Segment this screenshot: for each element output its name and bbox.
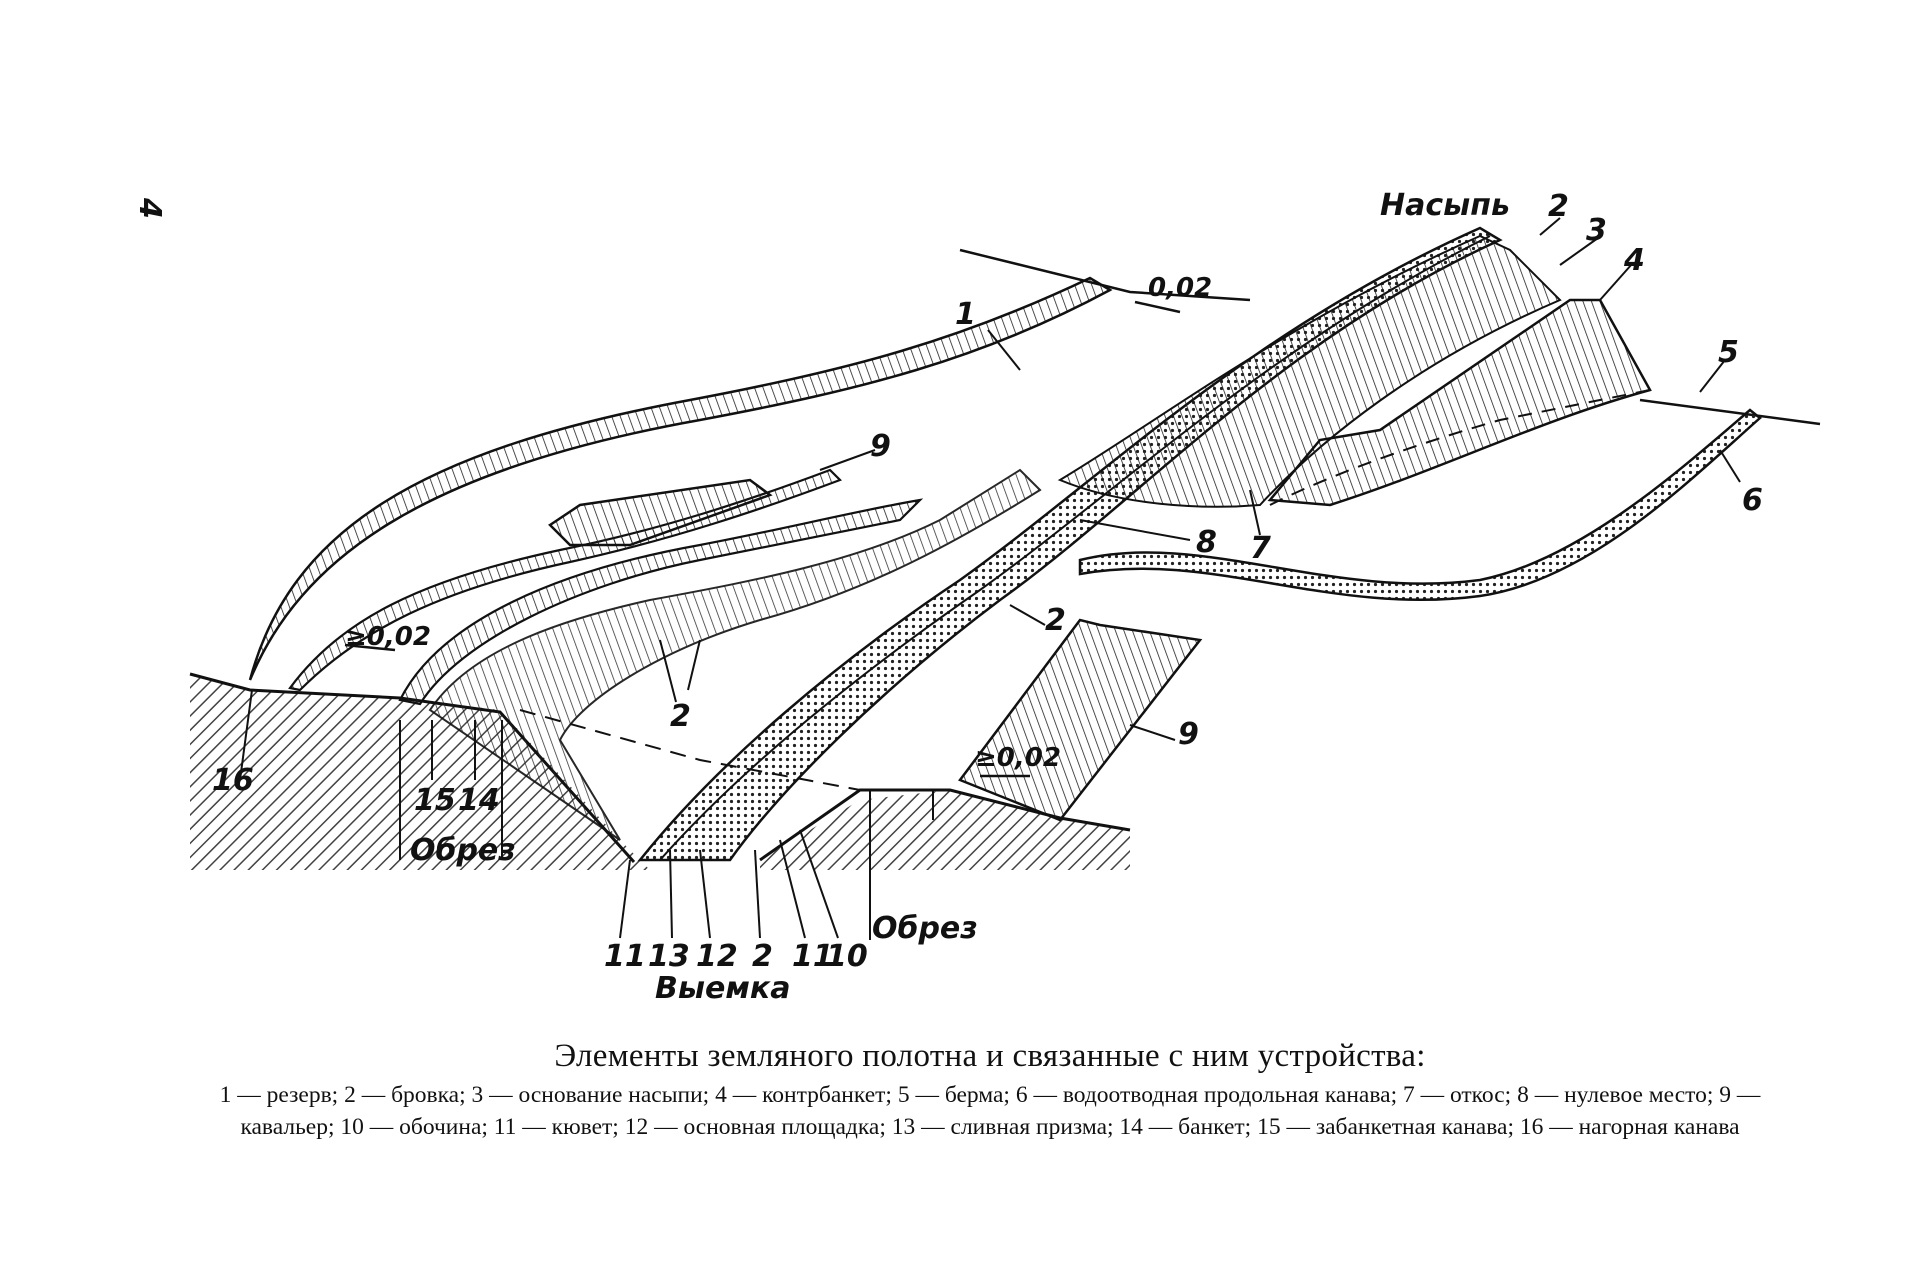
embankment-slope	[1057, 234, 1562, 508]
label-12: 12	[696, 939, 738, 974]
label-cutting: Выемка	[655, 971, 790, 1006]
label-14: 14	[458, 783, 500, 818]
caption-title: Элементы земляного полотна и связанные с…	[554, 1038, 1426, 1074]
track-formation	[637, 226, 1503, 862]
spoil-bank-top	[548, 478, 773, 547]
horizon-line-right	[1639, 398, 1821, 426]
label-16: 16	[212, 763, 254, 798]
label-slope-right: ≥0,02	[975, 743, 1061, 773]
drainage-ditch	[1078, 408, 1762, 602]
figure-caption: Элементы земляного полотна и связанные с…	[190, 1038, 1790, 1143]
label-3: 3	[1586, 213, 1607, 248]
label-6: 6	[1742, 483, 1763, 518]
caption-text: 1 — резерв; 2 — бровка; 3 — основание на…	[219, 1082, 1761, 1140]
label-cut-edge-left: Обрез	[410, 833, 516, 868]
cut-base-dash	[519, 709, 861, 791]
label-embankment: Насыпь	[1380, 188, 1510, 223]
label-slope-top: 0,02	[1148, 273, 1212, 303]
slope-arrow-top	[1134, 300, 1181, 314]
label-9-right: 9	[1178, 717, 1199, 752]
label-cut-edge-right: Обрез	[872, 911, 978, 946]
horizon-line-top	[959, 248, 1251, 302]
label-13: 13	[648, 939, 690, 974]
label-4: 4	[1623, 243, 1645, 278]
label-11-left: 11	[604, 939, 646, 974]
label-8: 8	[1196, 525, 1217, 560]
page-number: 4	[132, 197, 167, 219]
cut-slope-left	[428, 468, 1042, 841]
label-7: 7	[1250, 531, 1271, 566]
label-15: 15	[414, 783, 456, 818]
embankment-base-dash	[1269, 389, 1651, 506]
label-2-mid-left: 2	[670, 699, 691, 734]
reserve-strip	[248, 276, 1113, 681]
label-slope-left: ≥0,02	[345, 622, 431, 652]
label-2-mid-right: 2	[1045, 603, 1066, 638]
spoil-bank-right	[958, 618, 1203, 822]
label-9-top: 9	[870, 429, 891, 464]
label-5: 5	[1718, 335, 1739, 370]
ground-hatch-right	[760, 790, 1130, 870]
label-1: 1	[955, 297, 976, 332]
label-2-bottom: 2	[752, 939, 773, 974]
ground-line-right	[759, 788, 1131, 862]
banket-strip	[288, 468, 842, 692]
leader-lines	[239, 217, 1741, 940]
label-2-top: 2	[1548, 189, 1569, 224]
label-11-right: 11	[792, 939, 834, 974]
slope-arrow-left	[344, 643, 396, 652]
counter-banquette	[1267, 298, 1652, 507]
label-10: 10	[826, 939, 868, 974]
ground-hatch-left	[190, 674, 650, 870]
cut-slope-left-top	[398, 498, 924, 706]
